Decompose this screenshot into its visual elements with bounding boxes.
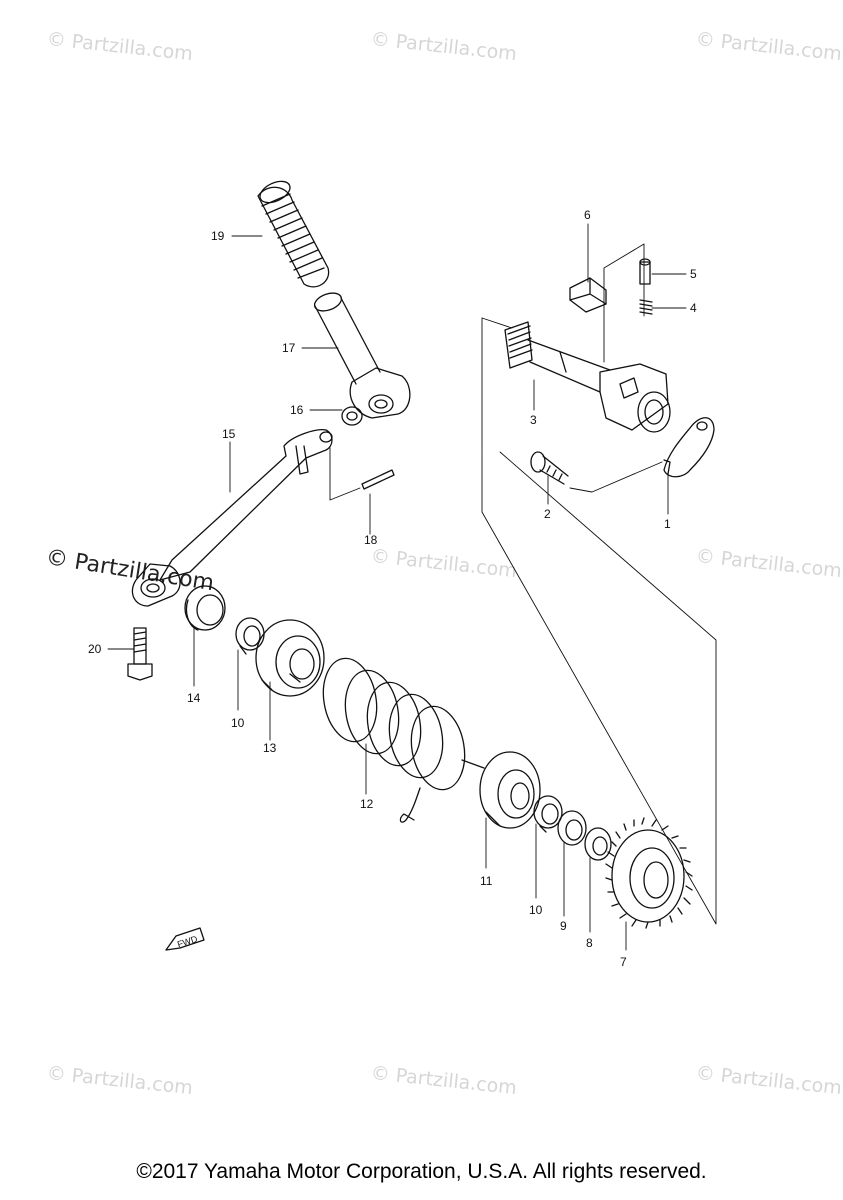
part-5-pin [639,258,651,285]
copyright-notice: ©2017 Yamaha Motor Corporation, U.S.A. A… [136,1160,707,1183]
callout-8: 8 [586,936,593,950]
callout-7: 7 [620,955,627,969]
part-12-torsion-spring [322,657,485,823]
callout-17: 17 [282,341,296,355]
part-3-kick-shaft [504,321,671,433]
callout-10-lower: 10 [529,903,543,917]
callout-5: 5 [690,267,697,281]
callout-18: 18 [364,533,378,547]
part-2-bolt [530,451,569,485]
fwd-arrow-icon [165,927,205,951]
callout-16: 16 [290,403,304,417]
part-18-pin [361,469,395,490]
callout-11: 11 [480,874,493,888]
part-8-washer [584,827,612,861]
part-7-kick-gear [605,817,693,929]
part-13-spring-guide [255,619,325,697]
part-17-kick-arm [313,292,411,419]
part-19-kick-grip [257,180,330,288]
callout-13: 13 [263,741,277,755]
part-4-spring [639,299,653,315]
part-1-stopper-plate [663,417,715,478]
callout-19: 19 [211,229,225,243]
callout-20: 20 [88,642,102,656]
part-10-circlip-lower [533,795,563,833]
callout-3: 3 [530,413,537,427]
callout-9: 9 [560,919,567,933]
part-11-ratchet [479,751,541,829]
part-15-kick-crank [131,429,333,607]
callout-2: 2 [544,507,551,521]
callout-6: 6 [584,208,591,222]
part-20-bolt [127,627,153,681]
assembly-outline [329,243,717,925]
part-6-clip [569,277,607,313]
callout-14: 14 [187,691,201,705]
callout-4: 4 [690,301,697,315]
part-14-oil-seal [184,585,226,631]
part-10-circlip-upper [235,617,265,655]
callout-15: 15 [222,427,236,441]
part-9-washer [557,810,587,846]
leader-lines [107,223,687,951]
callout-1: 1 [664,517,671,531]
callout-10-upper: 10 [231,716,245,730]
fwd-label: FWD [176,934,199,950]
callout-12: 12 [360,797,374,811]
part-16-washer [341,406,363,426]
